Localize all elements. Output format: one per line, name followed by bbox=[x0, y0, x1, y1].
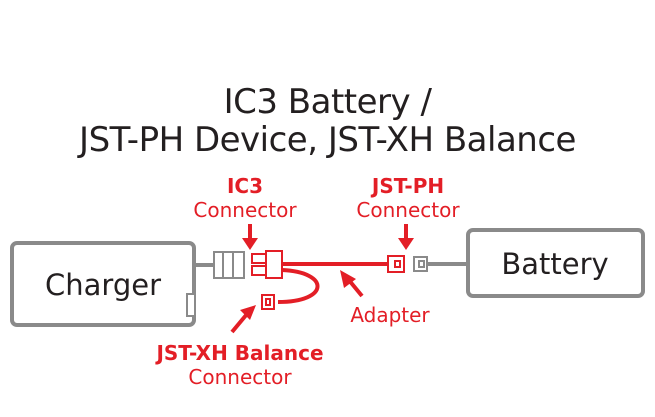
diagram-title-line-1: IC3 Battery / bbox=[223, 82, 432, 122]
adapter-label-text: Adapter bbox=[350, 303, 430, 327]
ic3-label-regular: Connector bbox=[193, 198, 297, 222]
charger-label: Charger bbox=[45, 268, 161, 302]
battery-device: Battery bbox=[466, 228, 645, 298]
battery-label: Battery bbox=[501, 247, 608, 281]
jst-ph-label-regular: Connector bbox=[356, 198, 460, 222]
ic3-connector-label: IC3 Connector bbox=[175, 174, 315, 222]
adapter-label: Adapter bbox=[330, 303, 450, 327]
charger-device: Charger bbox=[10, 241, 196, 327]
ic3-arrow-icon bbox=[242, 224, 258, 250]
adapter-jst-ph-plug bbox=[387, 255, 405, 273]
jst-ph-label-bold: JST-PH bbox=[371, 174, 445, 198]
battery-jst-ph-plug bbox=[413, 256, 428, 272]
diagram-title-line-2: JST-PH Device, JST-XH Balance bbox=[79, 120, 576, 160]
adapter-ic3-plug bbox=[251, 250, 283, 279]
adapter-balance-wire bbox=[277, 268, 320, 304]
jst-ph-arrow-icon bbox=[398, 224, 414, 250]
ic3-label-bold: IC3 bbox=[226, 174, 264, 198]
battery-box bbox=[466, 228, 645, 298]
charger-box bbox=[10, 241, 196, 327]
jst-xh-label-bold: JST-XH Balance bbox=[156, 341, 324, 365]
charger-balance-port bbox=[186, 293, 196, 317]
charger-ic3-plug bbox=[213, 251, 245, 279]
jst-xh-balance-connector-label: JST-XH Balance Connector bbox=[125, 341, 355, 389]
jst-ph-connector-label: JST-PH Connector bbox=[338, 174, 478, 222]
adapter-arrow-icon bbox=[340, 270, 364, 298]
jst-xh-label-regular: Connector bbox=[188, 365, 292, 389]
jst-xh-arrow-icon bbox=[230, 305, 256, 334]
jst-xh-balance-plug bbox=[261, 294, 275, 310]
